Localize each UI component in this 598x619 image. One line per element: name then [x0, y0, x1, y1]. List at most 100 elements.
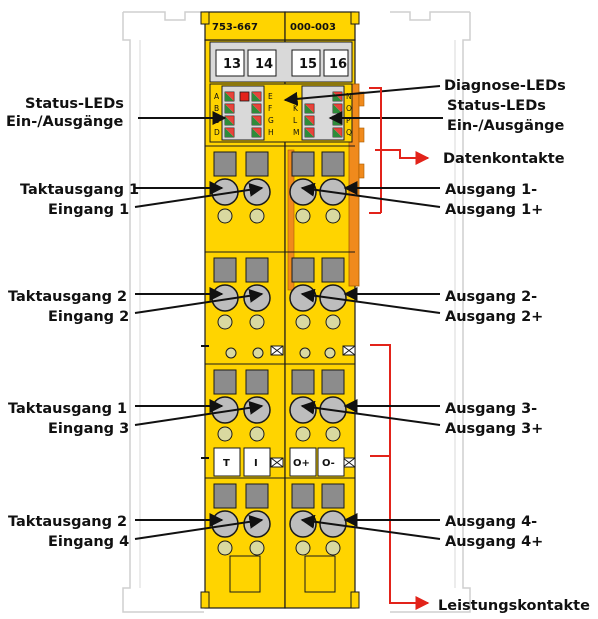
power-contact-row-2: [270, 457, 356, 468]
terminal-group-4: [205, 477, 355, 556]
wire-clamp[interactable]: [243, 510, 271, 538]
label-out3-plus: Ausgang 3+: [445, 421, 543, 437]
status-led-m: [304, 127, 315, 138]
terminal-number-16: 16: [329, 57, 347, 72]
status-led-b: [224, 103, 235, 114]
label-out4-plus: Ausgang 4+: [445, 534, 543, 550]
terminal-number-14: 14: [255, 57, 273, 72]
push-button[interactable]: [213, 369, 237, 395]
label-group3-line2: Eingang 3: [48, 421, 129, 437]
label-diagnose-leds: Diagnose-LEDs: [444, 78, 566, 94]
push-button[interactable]: [291, 369, 315, 395]
led-letter-h: H: [268, 128, 274, 137]
test-opening[interactable]: [217, 208, 233, 224]
label-status-leds-right-1: Status-LEDs: [447, 98, 546, 114]
bracket-leistungskontakte: [370, 344, 430, 610]
test-opening[interactable]: [295, 208, 311, 224]
arrow-ausgang-plus-2: [300, 288, 441, 314]
test-opening[interactable]: [325, 540, 341, 556]
test-opening[interactable]: [325, 314, 341, 330]
status-led-g: [251, 115, 262, 126]
test-opening[interactable]: [217, 426, 233, 442]
test-opening[interactable]: [249, 540, 265, 556]
led-letter-g: G: [268, 116, 274, 125]
wire-clamp[interactable]: [243, 284, 271, 312]
wire-clamp[interactable]: [243, 396, 271, 424]
wire-clamp[interactable]: [289, 178, 317, 206]
label-out3-minus: Ausgang 3-: [445, 401, 537, 417]
push-button[interactable]: [291, 151, 315, 177]
led-letter-b: B: [214, 104, 219, 113]
test-opening[interactable]: [249, 314, 265, 330]
article-label-right-strip: [284, 11, 356, 41]
led-letter-l: L: [293, 116, 298, 125]
label-group4-line1: Taktausgang 2: [8, 514, 127, 530]
led-letter-d: D: [214, 128, 220, 137]
release-tabs: [229, 555, 336, 593]
arrow-eingang-4: [134, 514, 264, 540]
status-led-o: [332, 103, 343, 114]
push-button[interactable]: [291, 483, 315, 509]
status-led-e: [251, 91, 262, 102]
arrow-ausgang-plus-3: [300, 400, 441, 426]
status-led-a: [224, 91, 235, 102]
arrow-diagnose-leds: [283, 85, 441, 106]
test-opening[interactable]: [325, 208, 341, 224]
wire-clamp[interactable]: [289, 284, 317, 312]
label-group2-line2: Eingang 2: [48, 309, 129, 325]
test-opening[interactable]: [249, 426, 265, 442]
label-status-leds-left-1: Status-LEDs: [25, 96, 124, 112]
wire-clamp[interactable]: [289, 510, 317, 538]
led-letter-a: A: [214, 92, 220, 101]
test-opening[interactable]: [217, 314, 233, 330]
article-number-right: 000-003: [290, 22, 336, 33]
test-opening[interactable]: [295, 314, 311, 330]
arrow-ausgang-plus-1: [300, 182, 441, 208]
led-letter-o: O: [346, 104, 352, 113]
power-contact-row-1: [225, 345, 356, 359]
push-button[interactable]: [321, 257, 345, 283]
led-letter-p: P: [346, 116, 351, 125]
wire-clamp[interactable]: [243, 178, 271, 206]
led-letter-n: N: [346, 92, 352, 101]
terminal-number-plate: 13 14 15 16: [209, 41, 353, 83]
power-jumper-strip: [287, 149, 295, 291]
label-datenkontakte: Datenkontakte: [443, 151, 565, 167]
label-group4-line2: Eingang 4: [48, 534, 129, 550]
push-button[interactable]: [245, 151, 269, 177]
test-opening[interactable]: [295, 540, 311, 556]
test-opening[interactable]: [325, 426, 341, 442]
status-led-l: [304, 115, 315, 126]
slot-label-i: I: [254, 458, 258, 469]
slot-label-o-plus: O+: [293, 458, 310, 469]
label-out1-plus: Ausgang 1+: [445, 202, 543, 218]
led-letter-k: K: [293, 104, 299, 113]
label-out4-minus: Ausgang 4-: [445, 514, 537, 530]
test-opening[interactable]: [295, 426, 311, 442]
slot-label-o-minus: O-: [322, 458, 335, 469]
status-led-k: [304, 103, 315, 114]
push-button[interactable]: [291, 257, 315, 283]
status-led-h: [251, 127, 262, 138]
test-opening[interactable]: [217, 540, 233, 556]
push-button[interactable]: [321, 483, 345, 509]
din-rail-frame: [122, 11, 471, 613]
push-button[interactable]: [245, 257, 269, 283]
status-led-f: [251, 103, 262, 114]
push-button[interactable]: [245, 369, 269, 395]
label-group3-line1: Taktausgang 1: [8, 401, 127, 417]
wire-clamp[interactable]: [289, 396, 317, 424]
arrow-eingang-2: [134, 288, 264, 314]
pointer-arrows: [134, 181, 441, 540]
led-letter-q: Q: [346, 128, 352, 137]
test-opening[interactable]: [249, 208, 265, 224]
push-button[interactable]: [213, 483, 237, 509]
push-button[interactable]: [213, 151, 237, 177]
push-button[interactable]: [245, 483, 269, 509]
push-button[interactable]: [321, 369, 345, 395]
led-letter-m: M: [293, 128, 299, 137]
push-button[interactable]: [213, 257, 237, 283]
slot-label-t: T: [223, 458, 230, 469]
push-button[interactable]: [321, 151, 345, 177]
